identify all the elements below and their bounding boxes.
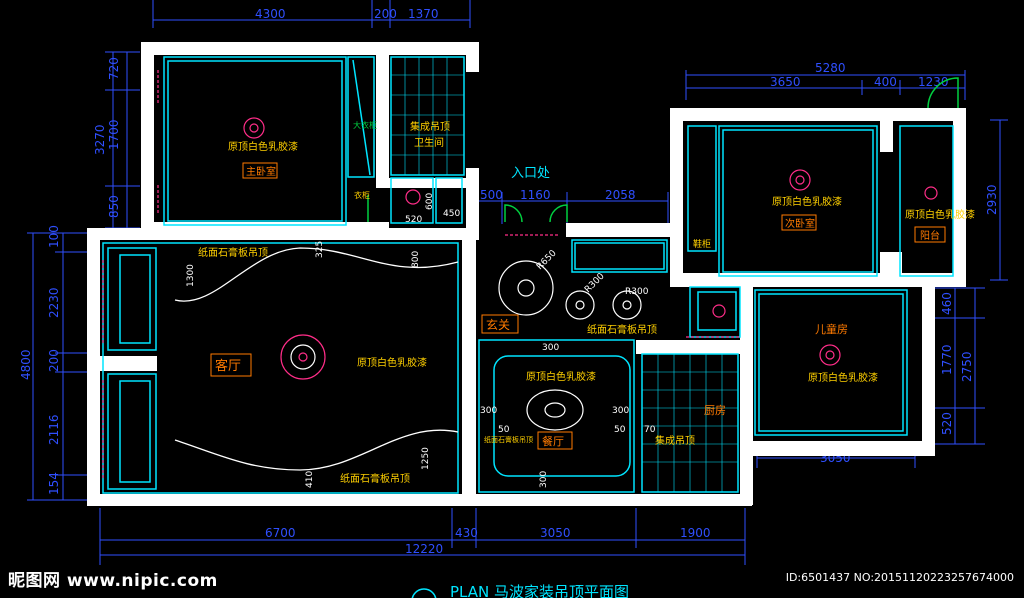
dim-left-200: 200 — [47, 349, 61, 372]
label-dining-ceiling: 原顶白色乳胶漆 — [526, 370, 596, 383]
dim-top-200: 200 — [374, 7, 397, 21]
dim-right-460: 460 — [940, 292, 954, 315]
label-shoe-cabinet: 鞋柜 — [693, 238, 711, 250]
label-living-ceiling-bottom: 纸面石膏板吊顶 — [340, 472, 410, 485]
tag-box-foyer — [481, 314, 519, 334]
label-bath-ceiling: 集成吊顶 — [410, 120, 450, 133]
dim-foyer-r300b: R300 — [625, 287, 649, 297]
label-living-ceiling: 原顶白色乳胶漆 — [357, 356, 427, 369]
label-foyer: 玄关 — [486, 317, 510, 332]
ceiling-lamps — [243, 117, 938, 366]
dim-top-5280: 5280 — [815, 61, 846, 75]
dim-left-720: 720 — [107, 57, 121, 80]
dim-left-850: 850 — [107, 195, 121, 218]
dim-right-1770: 1770 — [940, 344, 954, 375]
dim-living-410: 410 — [305, 471, 315, 488]
dim-living-1250: 1250 — [421, 447, 431, 470]
plan-title-text: PLAN 马波家装吊顶平面图 — [450, 583, 629, 598]
dim-top-4300: 4300 — [255, 7, 286, 21]
dim-bottom-total: 12220 — [405, 542, 443, 556]
dim-living-800: 800 — [411, 251, 421, 268]
room-labels: 原顶白色乳胶漆 主卧室 大衣柜 集成吊顶 卫生间 衣柜 入口处 原顶白色乳胶漆 … — [198, 120, 975, 485]
dim-left-100: 100 — [47, 225, 61, 248]
label-bath: 卫生间 — [414, 136, 444, 149]
dim-kitchen-50: 50 — [614, 425, 626, 435]
label-kid-ceiling: 原顶白色乳胶漆 — [808, 371, 878, 384]
tag-box-master — [242, 162, 278, 179]
label-living-ceiling-top: 纸面石膏板吊顶 — [198, 246, 268, 259]
dim-bottom-430: 430 — [455, 526, 478, 540]
dim-living-1300: 1300 — [186, 264, 196, 287]
label-kid-room: 儿童房 — [815, 322, 848, 336]
dim-right-2930: 2930 — [985, 184, 999, 215]
label-second-room: 次卧室 — [785, 217, 815, 230]
label-balcony: 阳台 — [920, 229, 940, 242]
label-wardrobe: 大衣柜 — [353, 120, 377, 130]
dim-entry-1160: 1160 — [520, 188, 551, 202]
plan-title: PLAN 马波家装吊顶平面图 — [411, 583, 629, 598]
dim-top-3650: 3650 — [770, 75, 801, 89]
tag-box-dining — [537, 431, 573, 450]
label-entrance: 入口处 — [511, 166, 550, 181]
dim-dining-300c: 300 — [539, 471, 549, 488]
dim-top-1370: 1370 — [408, 7, 439, 21]
dim-foyer-r650: R650 — [535, 248, 559, 272]
dim-right-2750: 2750 — [960, 351, 974, 382]
label-master-ceiling: 原顶白色乳胶漆 — [228, 140, 298, 153]
ceiling-curves — [174, 247, 459, 471]
label-dining-side: 纸面石膏板吊顶 — [484, 435, 533, 444]
label-balcony-ceiling: 原顶白色乳胶漆 — [905, 208, 975, 221]
dim-dining-300d: 300 — [612, 406, 629, 416]
dim-kitchen-70: 70 — [644, 425, 656, 435]
label-kitchen-ceiling: 集成吊顶 — [655, 434, 695, 447]
label-cabinet: 衣柜 — [354, 190, 370, 200]
image-id: ID:6501437 NO:20151120223257674000 — [785, 571, 1014, 584]
tag-box-living — [210, 353, 252, 377]
dim-bath-450: 450 — [443, 209, 460, 219]
dim-dining-300a: 300 — [542, 343, 559, 353]
dim-left-4800: 4800 — [19, 349, 33, 380]
foyer-lamps — [498, 260, 642, 320]
dim-entry-500: 500 — [480, 188, 503, 202]
label-kitchen: 厨房 — [704, 404, 726, 417]
dim-left-3270: 3270 — [93, 124, 107, 155]
dim-bath-600: 600 — [425, 193, 435, 210]
living-chandelier — [280, 334, 326, 380]
dim-left-154: 154 — [47, 472, 61, 495]
dim-dining-300b: 300 — [480, 406, 497, 416]
doors — [367, 77, 959, 223]
dim-dining-50: 50 — [498, 425, 510, 435]
site-logo: 昵图网 www.nipic.com — [8, 571, 218, 591]
dim-left-1700: 1700 — [107, 119, 121, 150]
dim-right-520: 520 — [940, 412, 954, 435]
walls — [87, 42, 966, 506]
tile-grid — [391, 57, 738, 492]
dim-left-2230: 2230 — [47, 287, 61, 318]
label-second-ceiling: 原顶白色乳胶漆 — [772, 195, 842, 208]
room-outlines — [102, 56, 954, 494]
tag-box-second — [781, 214, 817, 231]
dimension-text: 4300 200 1370 5280 3650 400 1230 720 170… — [19, 7, 999, 556]
dim-bottom-3050: 3050 — [540, 526, 571, 540]
label-master-room: 主卧室 — [246, 165, 276, 178]
dim-foyer-r300a: R300 — [583, 271, 607, 295]
tag-box-balcony — [914, 226, 946, 243]
dim-top-400: 400 — [874, 75, 897, 89]
dim-top-1230: 1230 — [918, 75, 949, 89]
dining-lamp — [526, 389, 584, 431]
dim-living-325: 325 — [315, 241, 325, 258]
dim-entry-2058: 2058 — [605, 188, 636, 202]
label-foyer-ceiling: 纸面石膏板吊顶 — [587, 323, 657, 336]
label-dining-room: 餐厅 — [542, 434, 564, 448]
label-living-room: 客厅 — [215, 358, 241, 374]
dim-bath-520: 520 — [405, 215, 422, 225]
dim-bottom-6700: 6700 — [265, 526, 296, 540]
door-markers — [102, 70, 740, 480]
dim-left-2116: 2116 — [47, 414, 61, 445]
dim-bottom-1900: 1900 — [680, 526, 711, 540]
